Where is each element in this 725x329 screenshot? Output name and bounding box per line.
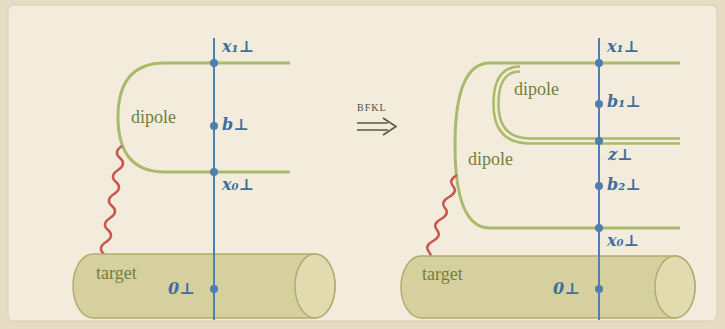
- point-label: b⊥: [222, 116, 249, 134]
- point-label: x₀⊥: [222, 176, 254, 194]
- point: [210, 168, 218, 176]
- point: [595, 224, 603, 232]
- dipole-label: dipole: [468, 150, 513, 170]
- target-label: target: [422, 265, 463, 285]
- arrow-label: BFKL: [357, 102, 387, 113]
- point-label: x₁⊥: [607, 38, 639, 56]
- dipole-label: dipole: [514, 80, 559, 100]
- point-label: 0⊥: [168, 280, 195, 298]
- dipole-line: [455, 63, 680, 228]
- point: [595, 100, 603, 108]
- point-label: 0⊥: [553, 280, 580, 298]
- cylinder-body: [73, 254, 335, 318]
- double-line: [496, 69, 680, 141]
- arrow-head: [383, 118, 396, 135]
- dipole-line: [118, 63, 290, 172]
- cylinder-cap: [655, 256, 695, 318]
- target-label: target: [96, 264, 137, 284]
- point: [210, 122, 218, 130]
- cylinder-shape: [72, 253, 336, 319]
- gluon-wave: [425, 175, 457, 263]
- card: [8, 5, 717, 321]
- gluon-wave: [101, 146, 123, 254]
- cylinder-body: [401, 256, 695, 318]
- target-cylinder: target: [400, 255, 696, 319]
- point: [595, 59, 603, 67]
- point-label: b₁⊥: [607, 93, 641, 111]
- target-cylinder: target: [72, 253, 336, 319]
- double-line-gap: [496, 69, 680, 141]
- dipole-label: dipole: [131, 108, 176, 128]
- point-label: b₂⊥: [607, 176, 641, 194]
- point: [595, 182, 603, 190]
- point-label: z⊥: [606, 146, 634, 164]
- point: [595, 137, 603, 145]
- double-arrow: [357, 123, 388, 130]
- point-label: x₀⊥: [607, 232, 639, 250]
- point-label: x₁⊥: [222, 38, 254, 56]
- point: [210, 59, 218, 67]
- cylinder-cap: [295, 254, 335, 318]
